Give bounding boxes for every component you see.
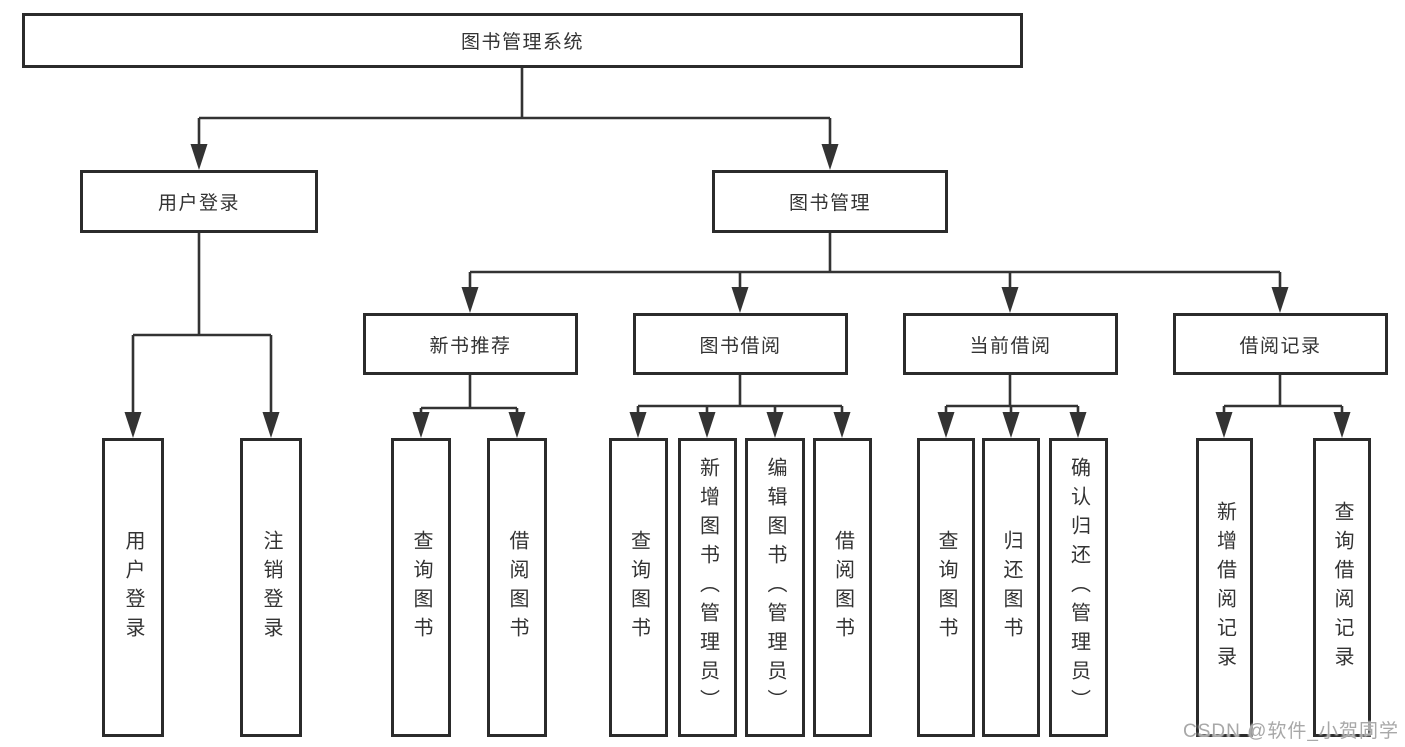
connector-lines bbox=[131, 68, 1344, 433]
node-book-borrowing: 图书借阅 bbox=[633, 313, 848, 375]
node-label-leaf-return-books: 归还图书 bbox=[1000, 529, 1022, 646]
node-user-login: 用户登录 bbox=[80, 170, 318, 233]
node-leaf-user-login: 用户登录 bbox=[102, 438, 164, 737]
node-label-leaf-borrow-books-2: 借阅图书 bbox=[831, 529, 854, 646]
node-label-leaf-user-login: 用户登录 bbox=[122, 529, 144, 646]
node-label-root: 图书管理系统 bbox=[460, 32, 584, 53]
node-label-leaf-logout: 注销登录 bbox=[260, 529, 282, 646]
node-label-leaf-query-books-2: 查询图书 bbox=[627, 529, 650, 646]
arrowhead-icon bbox=[1002, 412, 1020, 438]
node-label-current-borrowing: 当前借阅 bbox=[969, 335, 1052, 357]
arrowhead-icon bbox=[461, 287, 479, 313]
node-label-leaf-confirm-return: 确认归还（管理员） bbox=[1067, 457, 1090, 718]
arrowhead-icon bbox=[190, 144, 208, 170]
node-label-leaf-query-books-3: 查询图书 bbox=[935, 529, 957, 646]
arrowhead-icon bbox=[629, 412, 647, 438]
node-label-leaf-query-borrow-record: 查询借阅记录 bbox=[1331, 500, 1353, 675]
node-leaf-add-borrow-record: 新增借阅记录 bbox=[1196, 438, 1253, 737]
node-new-book-recommend: 新书推荐 bbox=[363, 313, 578, 375]
arrowhead-icon bbox=[124, 412, 142, 438]
arrowhead-icon bbox=[698, 412, 716, 438]
node-label-leaf-edit-books: 编辑图书（管理员） bbox=[764, 457, 786, 718]
node-label-leaf-query-books-1: 查询图书 bbox=[410, 529, 432, 646]
watermark: CSDN @软件_小贺同学 bbox=[1183, 721, 1399, 742]
arrowhead-icon bbox=[1215, 412, 1233, 438]
arrowhead-icon bbox=[262, 412, 280, 438]
node-label-leaf-borrow-books-1: 借阅图书 bbox=[506, 529, 528, 646]
arrowhead-icon bbox=[937, 412, 955, 438]
node-leaf-return-books: 归还图书 bbox=[982, 438, 1040, 737]
node-label-borrowing-records: 借阅记录 bbox=[1239, 335, 1322, 357]
arrowhead-icon bbox=[833, 412, 851, 438]
node-leaf-add-books: 新增图书（管理员） bbox=[678, 438, 737, 737]
arrowhead-icon bbox=[731, 287, 749, 313]
node-borrowing-records: 借阅记录 bbox=[1173, 313, 1388, 375]
node-leaf-borrow-books-2: 借阅图书 bbox=[813, 438, 872, 737]
node-label-book-management: 图书管理 bbox=[788, 193, 871, 214]
arrowhead-icon bbox=[766, 412, 784, 438]
node-book-management: 图书管理 bbox=[712, 170, 948, 233]
node-leaf-borrow-books-1: 借阅图书 bbox=[487, 438, 547, 737]
arrowhead-icon bbox=[1001, 287, 1019, 313]
node-root: 图书管理系统 bbox=[22, 13, 1023, 68]
node-label-leaf-add-books: 新增图书（管理员） bbox=[696, 457, 719, 718]
node-leaf-edit-books: 编辑图书（管理员） bbox=[745, 438, 805, 737]
node-leaf-query-books-1: 查询图书 bbox=[391, 438, 451, 737]
node-label-book-borrowing: 图书借阅 bbox=[699, 335, 782, 357]
arrowhead-icon bbox=[1271, 287, 1289, 313]
arrowhead-icon bbox=[508, 412, 526, 438]
node-current-borrowing: 当前借阅 bbox=[903, 313, 1118, 375]
node-label-user-login: 用户登录 bbox=[157, 193, 240, 214]
node-label-new-book-recommend: 新书推荐 bbox=[429, 335, 512, 357]
node-label-leaf-add-borrow-record: 新增借阅记录 bbox=[1213, 500, 1236, 675]
node-leaf-query-books-2: 查询图书 bbox=[609, 438, 668, 737]
node-leaf-query-books-3: 查询图书 bbox=[917, 438, 975, 737]
node-leaf-logout: 注销登录 bbox=[240, 438, 302, 737]
node-leaf-confirm-return: 确认归还（管理员） bbox=[1049, 438, 1108, 737]
node-leaf-query-borrow-record: 查询借阅记录 bbox=[1313, 438, 1371, 737]
arrowhead-icon bbox=[1333, 412, 1351, 438]
arrowhead-icon bbox=[412, 412, 430, 438]
arrowhead-icon bbox=[1069, 412, 1087, 438]
arrowhead-icon bbox=[821, 144, 839, 170]
